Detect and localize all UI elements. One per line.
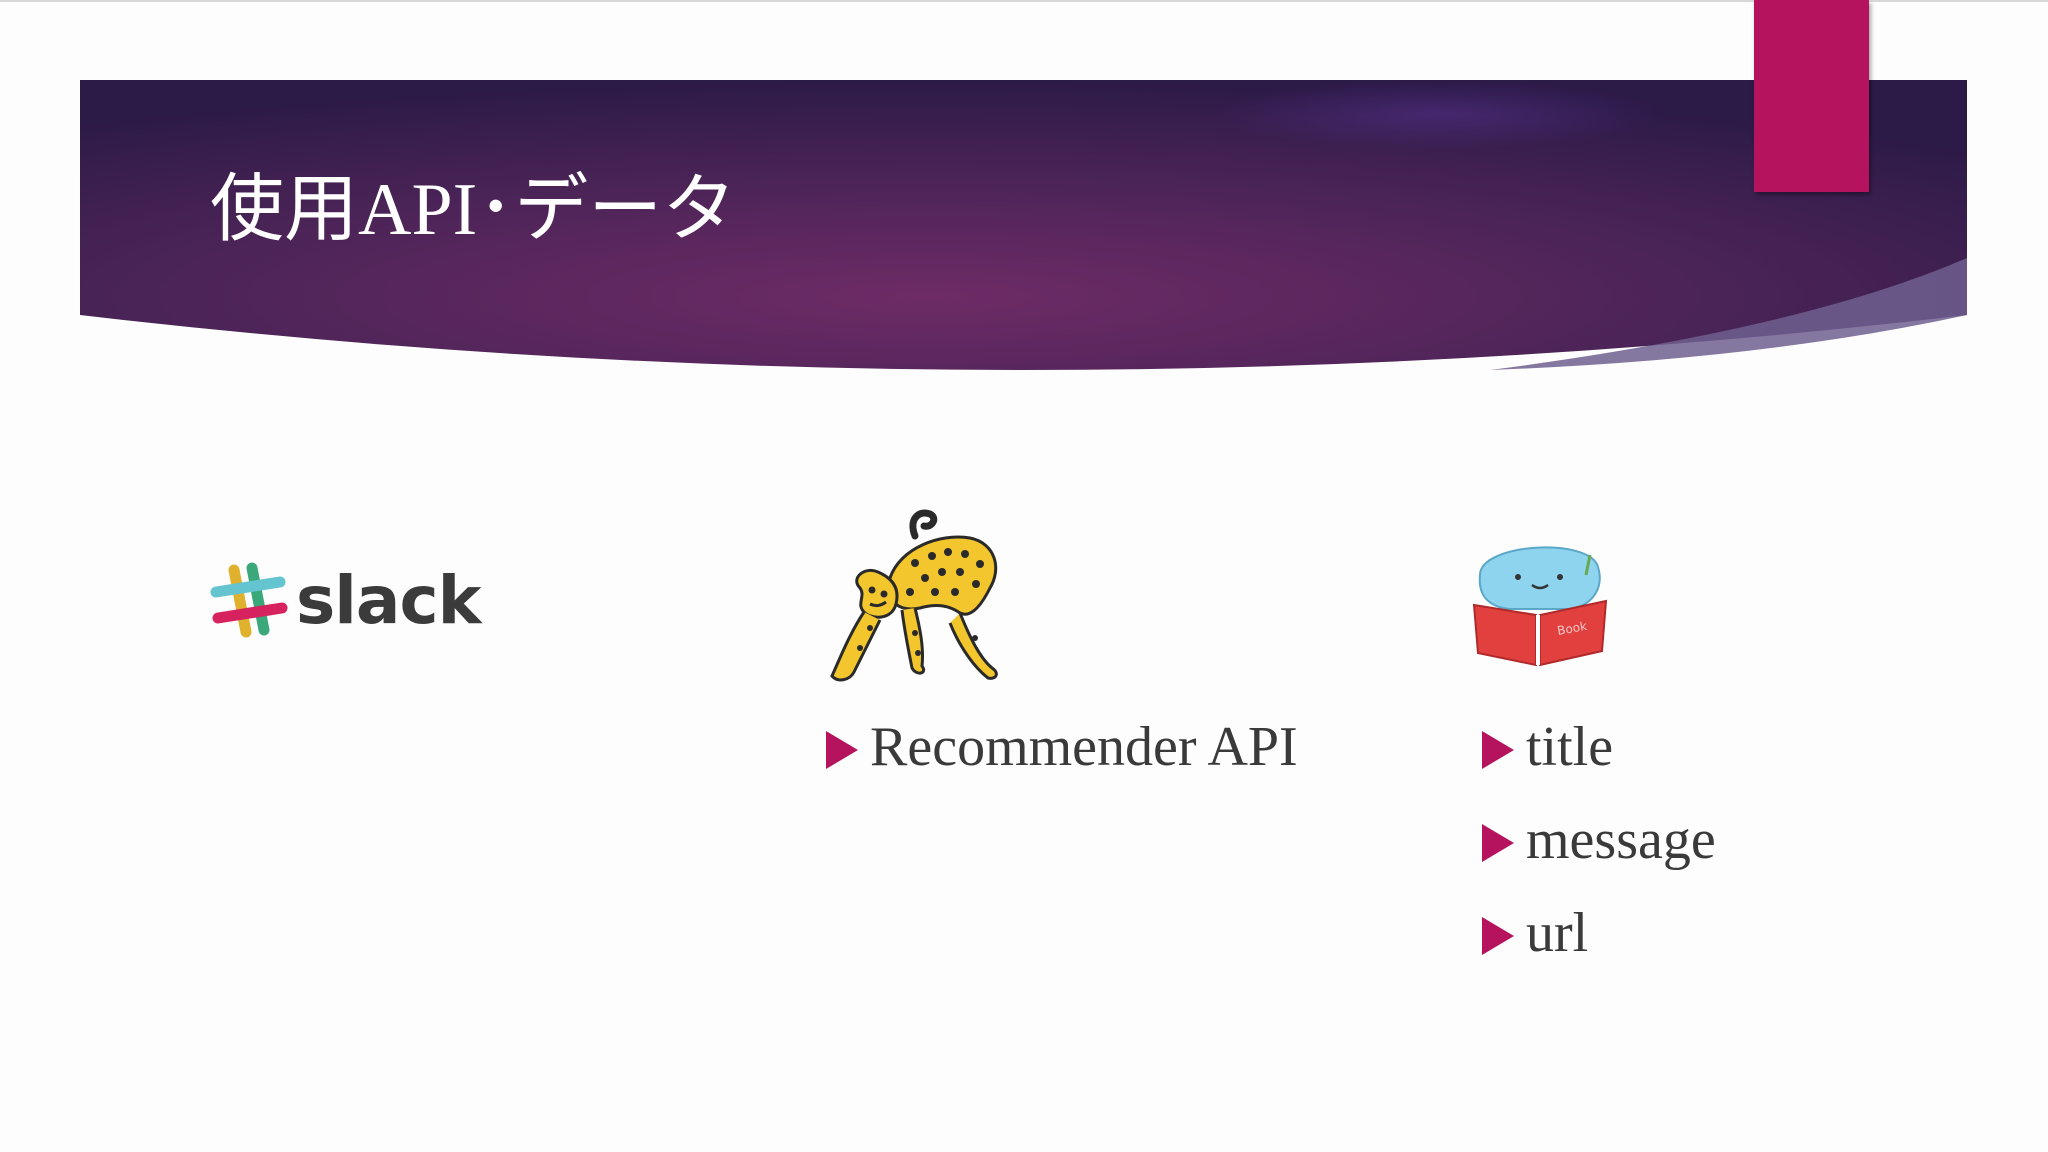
bullet-arrow-icon [1482, 823, 1514, 862]
list-item-label: url [1526, 901, 1589, 964]
banner-shape [80, 80, 1967, 370]
middle-bullet-list: Recommender API [826, 700, 1298, 793]
list-item: title [1482, 700, 1716, 793]
book-reading-mascot-icon: Book [1470, 535, 1610, 670]
slack-logo: slack [208, 562, 528, 640]
right-bullet-list: title message url [1482, 700, 1716, 979]
slack-wordmark: slack [296, 562, 481, 639]
title-banner [80, 80, 1967, 385]
list-item-label: message [1526, 808, 1716, 871]
accent-tab [1754, 0, 1869, 192]
list-item: Recommender API [826, 700, 1298, 793]
leopard-mascot-icon [820, 508, 1010, 688]
bullet-arrow-icon [826, 730, 858, 769]
slack-hash-icon [210, 562, 288, 638]
top-rule [0, 0, 2048, 2]
svg-text:Book: Book [1556, 619, 1588, 638]
list-item: message [1482, 793, 1716, 886]
list-item-label: title [1526, 715, 1614, 778]
list-item-label: Recommender API [870, 715, 1298, 778]
bullet-arrow-icon [1482, 730, 1514, 769]
slide-title: 使用API･データ [210, 169, 737, 251]
list-item: url [1482, 886, 1716, 979]
bullet-arrow-icon [1482, 916, 1514, 955]
